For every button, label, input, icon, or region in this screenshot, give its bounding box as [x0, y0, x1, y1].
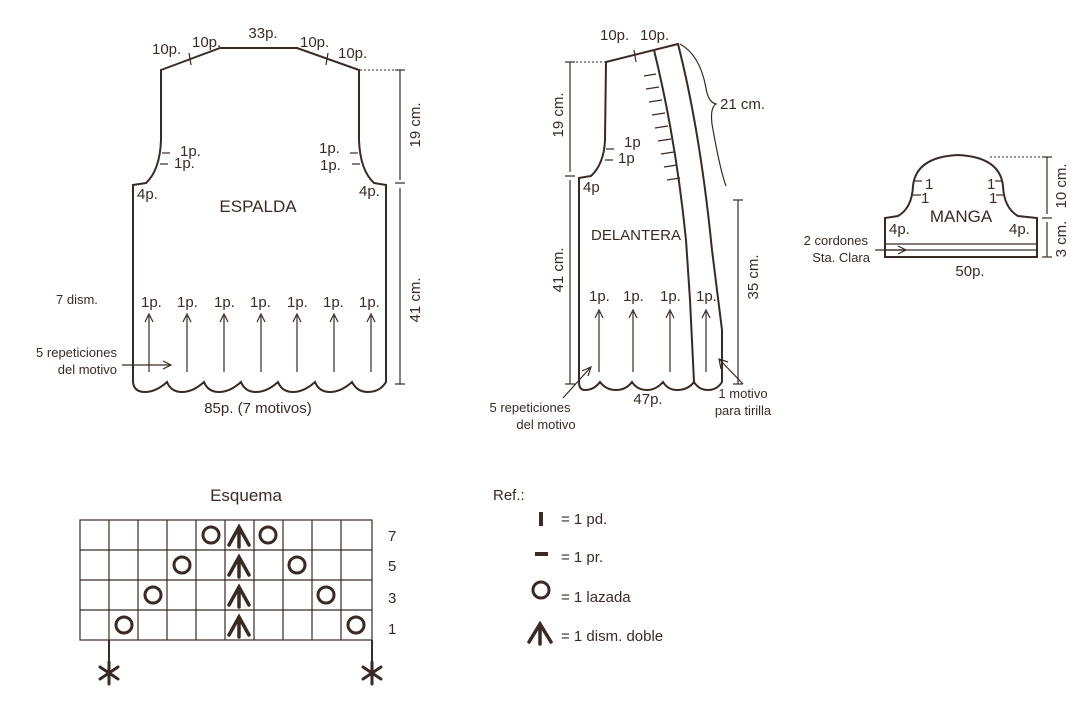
ref-item-lazada: = 1 lazada	[561, 589, 631, 606]
delantera-title: DELANTERA	[591, 227, 681, 244]
delantera-band-ticks	[643, 73, 681, 181]
lazada-circle-icon	[531, 580, 551, 600]
ref-item-dism-doble: = 1 dism. doble	[561, 628, 663, 645]
delantera-motif-arrowhead	[718, 358, 729, 370]
espalda-left-1p-a: 1p.	[180, 143, 201, 160]
espalda-right-1p-a: 1p.	[319, 140, 340, 157]
manga-right-4p: 4p.	[1009, 221, 1030, 238]
espalda-top-10p-d: 10p.	[338, 45, 367, 62]
manga-outline	[884, 153, 1038, 258]
ref-item-pd: = 1 pd.	[561, 511, 607, 528]
espalda-bottom: 85p. (7 motivos)	[204, 400, 312, 417]
espalda-top-10p-c: 10p.	[300, 34, 329, 51]
espalda-rep-1p: 1p.	[141, 294, 162, 311]
delantera-note-arrowhead	[581, 365, 592, 377]
ref-item-pr: = 1 pr.	[561, 549, 603, 566]
delantera-bottom: 47p.	[633, 391, 662, 408]
ref-title: Ref.:	[493, 487, 525, 504]
espalda-tick	[188, 52, 192, 66]
esquema-row-label: 7	[388, 528, 396, 545]
esquema-dism-doble-symbols	[227, 523, 251, 639]
espalda-left-1p-b: 1p.	[174, 155, 195, 172]
manga-bottom: 50p.	[955, 263, 984, 280]
espalda-rep-1p: 1p.	[359, 294, 380, 311]
manga-height-cuff: 3 cm.	[1053, 221, 1070, 258]
manga-title: MANGA	[930, 207, 993, 226]
espalda-rep-note-1: 5 repeticiones	[36, 345, 117, 360]
esquema-grid	[79, 519, 373, 641]
esquema-row-label: 5	[388, 558, 396, 575]
manga-right-1a: 1	[987, 176, 995, 193]
delantera-note-pointer	[562, 367, 591, 399]
delantera-rep-1p: 1p.	[696, 288, 717, 305]
manga-cord-note-2: Sta. Clara	[812, 250, 871, 265]
delantera-piece: DELANTERA 10p. 10p. 21 cm. 19 cm. 41 cm.…	[490, 27, 772, 432]
espalda-rep-1p: 1p.	[214, 294, 235, 311]
delantera-motif-note-1: 1 motivo	[718, 386, 767, 401]
delantera-tick	[633, 49, 637, 63]
espalda-rep-note-2: del motivo	[58, 362, 117, 377]
esquema-chart: Esquema	[79, 486, 396, 686]
delantera-outline	[578, 42, 723, 392]
espalda-dism-note: 7 dism.	[56, 292, 98, 307]
delantera-motif-arrows	[594, 308, 711, 372]
dism-doble-icon	[527, 620, 553, 646]
espalda-title: ESPALDA	[219, 197, 297, 216]
espalda-left-4p: 4p.	[137, 186, 158, 203]
delantera-height-body: 41 cm.	[550, 247, 567, 292]
delantera-motif-note-2: para tirilla	[715, 403, 772, 418]
espalda-rep-1p: 1p.	[250, 294, 271, 311]
asterisk-icon	[361, 660, 383, 686]
delantera-motif-pointer	[719, 359, 744, 385]
manga-cord-arrowhead	[897, 245, 908, 255]
manga-left-1b: 1	[921, 190, 929, 207]
delantera-band-line	[653, 49, 695, 383]
delantera-left-1p-b: 1p	[618, 150, 635, 167]
delantera-height-top: 19 cm.	[550, 92, 567, 137]
manga-left-4p: 4p.	[889, 221, 910, 238]
espalda-rep-1p: 1p.	[287, 294, 308, 311]
delantera-top-10p-a: 10p.	[600, 27, 629, 44]
espalda-tick	[325, 52, 329, 66]
espalda-right-4p: 4p.	[359, 183, 380, 200]
delantera-rep-1p: 1p.	[660, 288, 681, 305]
delantera-rep-1p: 1p.	[589, 288, 610, 305]
espalda-outline	[132, 47, 387, 394]
espalda-right-1p-b: 1p.	[320, 157, 341, 174]
espalda-top-10p-a: 10p.	[152, 41, 181, 58]
delantera-neck-len: 21 cm.	[720, 96, 765, 113]
espalda-rep-1p: 1p.	[323, 294, 344, 311]
asterisk-icon	[98, 660, 120, 686]
espalda-rep-1p: 1p.	[177, 294, 198, 311]
manga-piece: MANGA 1 1 1 1 4p. 4p. 10 cm. 3 cm. 2 cor…	[804, 153, 1070, 280]
esquema-row-label: 3	[388, 590, 396, 607]
manga-cord-note-1: 2 cordones	[804, 233, 869, 248]
delantera-left-1p-a: 1p	[624, 134, 641, 151]
espalda-motif-arrows	[144, 312, 376, 372]
delantera-left-4p: 4p	[583, 179, 600, 196]
delantera-neck-brace	[679, 43, 727, 187]
delantera-rep-1p: 1p.	[623, 288, 644, 305]
esquema-row-label: 1	[388, 621, 396, 638]
esquema-lazada-symbols	[114, 525, 366, 635]
espalda-height-top: 19 cm.	[407, 102, 424, 147]
espalda-height-body: 41 cm.	[407, 277, 424, 322]
espalda-note-arrowhead	[162, 360, 173, 370]
manga-right-1b: 1	[989, 190, 997, 207]
espalda-top-33p: 33p.	[248, 25, 277, 42]
delantera-side-height: 35 cm.	[745, 254, 762, 299]
delantera-rep-note-1: 5 repeticiones	[490, 400, 571, 415]
manga-height-cap: 10 cm.	[1053, 163, 1070, 208]
ref-legend: Ref.: = 1 pd. = 1 pr. = 1 lazada = 1 dis…	[493, 487, 663, 646]
manga-left-1a: 1	[925, 176, 933, 193]
delantera-rep-note-2: del motivo	[516, 417, 575, 432]
delantera-top-10p-b: 10p.	[640, 27, 669, 44]
espalda-piece: ESPALDA 10p. 10p. 33p. 10p. 10p. 1p. 1p.…	[36, 25, 424, 417]
espalda-top-10p-b: 10p.	[192, 34, 221, 51]
esquema-title: Esquema	[210, 486, 282, 505]
